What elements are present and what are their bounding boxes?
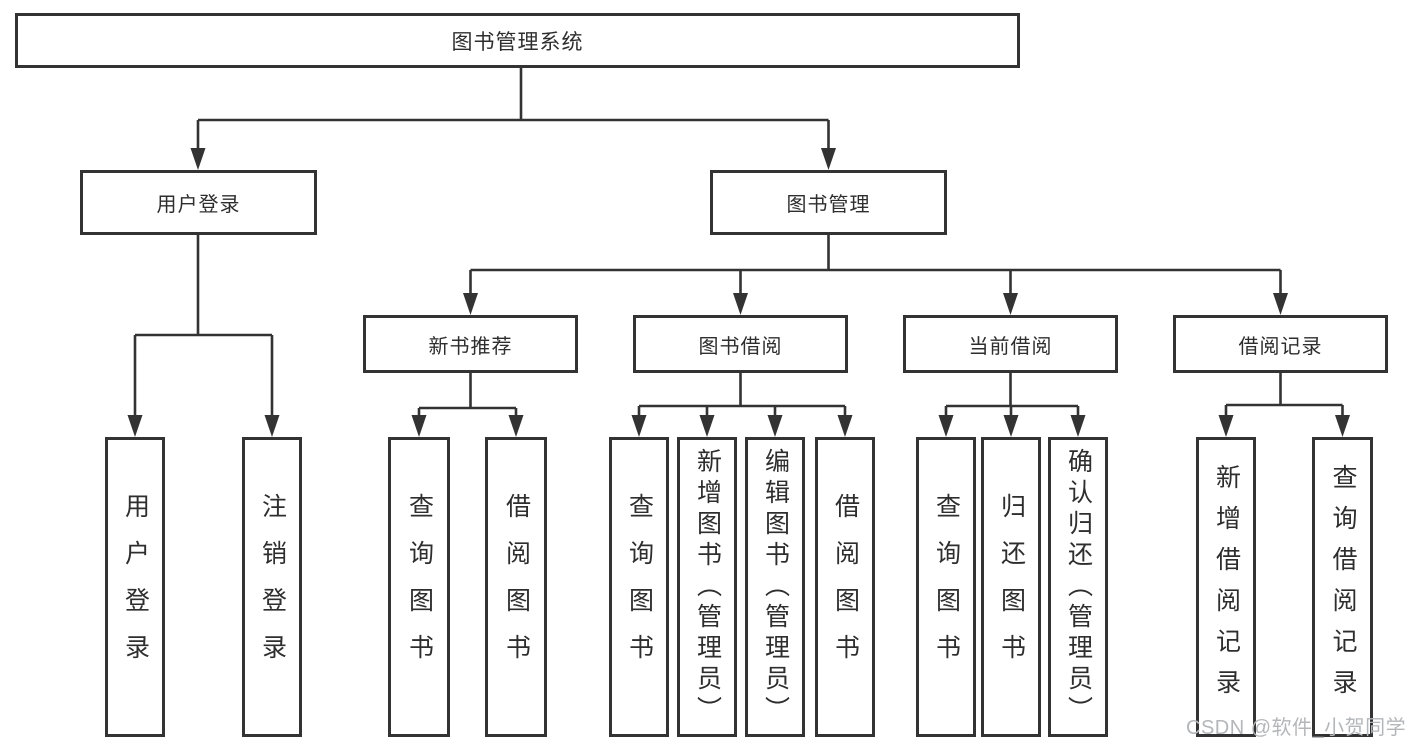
node-leaf-query-books-1: 查询图书 [388,437,450,737]
node-leaf-edit-books-admin: 编辑图书（管理员） [745,437,805,737]
node-label: 图书借阅 [698,335,783,358]
node-label: 借阅记录 [1238,335,1323,358]
node-leaf-query-books-3: 查询图书 [916,437,976,737]
node-label: 确认归还（管理员） [1064,447,1093,727]
node-leaf-query-borrow-record: 查询借阅记录 [1312,437,1373,737]
node-label: 当前借阅 [968,335,1053,358]
node-label: 归还图书 [997,493,1026,681]
node-label: 图书管理 [786,194,871,216]
node-label: 新书推荐 [428,335,513,358]
node-label: 用户登录 [156,194,241,216]
node-book-management: 图书管理 [710,170,947,235]
node-label: 图书管理系统 [451,30,584,54]
node-new-book-recommendation: 新书推荐 [363,315,578,373]
node-root-book-management-system: 图书管理系统 [15,13,1020,68]
node-leaf-add-books-admin: 新增图书（管理员） [677,437,737,737]
node-label: 借阅图书 [831,493,860,681]
node-label: 新增借阅记录 [1212,464,1241,710]
node-label: 查询图书 [625,493,654,681]
node-label: 编辑图书（管理员） [761,447,790,727]
node-label: 用户登录 [121,493,150,681]
node-leaf-borrow-books-1: 借阅图书 [485,437,547,737]
csdn-watermark: CSDN @软件_小贺同学 [1186,717,1405,739]
node-leaf-add-borrow-record: 新增借阅记录 [1196,437,1256,737]
node-label: 注销登录 [258,493,287,681]
node-leaf-confirm-return-admin: 确认归还（管理员） [1048,437,1108,737]
node-leaf-query-books-2: 查询图书 [609,437,669,737]
node-current-borrowing: 当前借阅 [903,315,1118,373]
node-leaf-return-books: 归还图书 [981,437,1041,737]
node-borrowing-records: 借阅记录 [1173,315,1388,373]
node-leaf-borrow-books-2: 借阅图书 [815,437,875,737]
node-leaf-user-login: 用户登录 [105,437,165,737]
node-book-borrowing: 图书借阅 [633,315,848,373]
node-leaf-logout: 注销登录 [242,437,302,737]
node-label: 借阅图书 [502,493,531,681]
node-label: 查询图书 [405,493,434,681]
node-label: 新增图书（管理员） [693,447,722,727]
node-user-login: 用户登录 [80,170,317,235]
node-label: 查询借阅记录 [1329,464,1357,710]
node-label: 查询图书 [932,493,961,681]
